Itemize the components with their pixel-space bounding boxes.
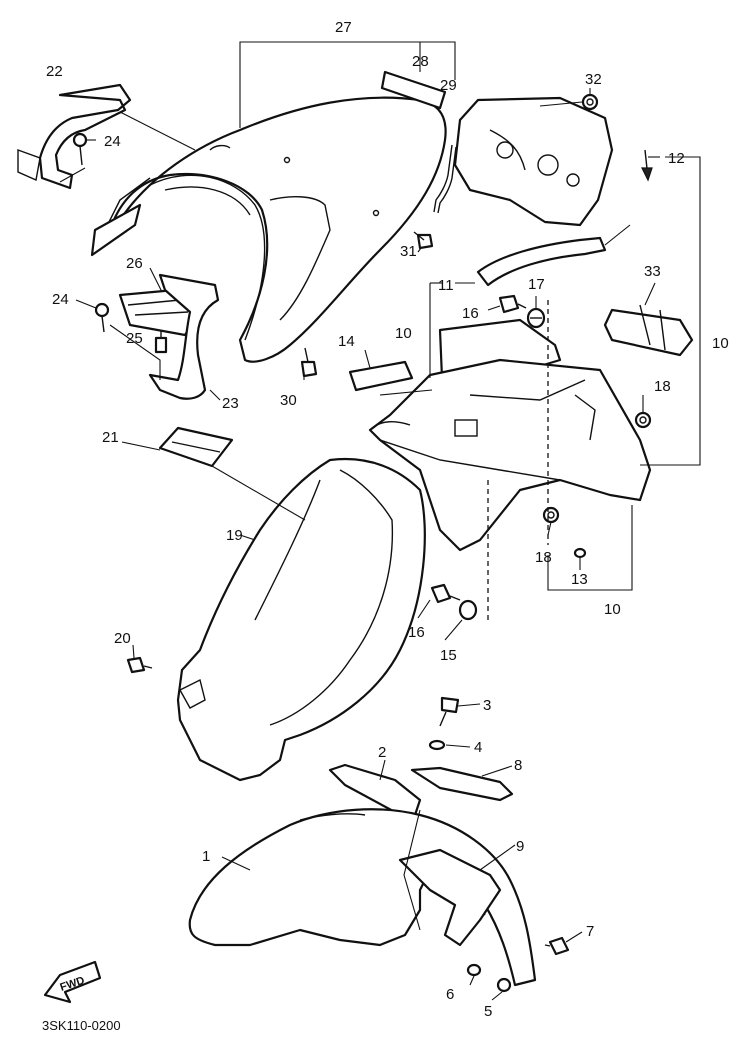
screw-part-3 xyxy=(439,696,460,727)
callout-labels: 27 28 29 32 22 24 12 31 26 33 11 17 24 1… xyxy=(46,19,729,1020)
grab-rail-part-23 xyxy=(148,273,220,400)
callout-15: 15 xyxy=(440,647,457,664)
callout-25: 25 xyxy=(126,330,143,347)
brace-part-8 xyxy=(410,766,514,802)
bolt-part-24-lower xyxy=(94,302,110,333)
stay-part-2 xyxy=(328,763,422,817)
bolt-part-31 xyxy=(413,231,434,250)
callout-19: 19 xyxy=(226,527,243,544)
callout-10-bottom: 10 xyxy=(604,601,621,618)
bolt-part-24-upper xyxy=(72,132,88,166)
callout-7: 7 xyxy=(586,923,594,940)
seat-cowl-part-27 xyxy=(90,96,447,363)
callout-26: 26 xyxy=(126,255,143,272)
callout-2: 2 xyxy=(378,744,386,761)
seat-hook-part-29 xyxy=(433,144,457,214)
callout-20: 20 xyxy=(114,630,131,647)
tail-light-housing xyxy=(453,96,614,227)
grommet-part-17 xyxy=(526,307,546,329)
bolt-part-25 xyxy=(154,330,168,354)
callout-14: 14 xyxy=(338,333,355,350)
callout-9: 9 xyxy=(516,838,524,855)
washer-part-13 xyxy=(573,547,587,559)
grab-rail-part-22 xyxy=(17,83,132,190)
callout-31: 31 xyxy=(400,243,417,260)
fender-inner-part-9 xyxy=(398,848,502,947)
callout-1: 1 xyxy=(202,848,210,865)
bolt-part-16-lower xyxy=(430,583,461,604)
trim-strip-part-28 xyxy=(380,70,447,110)
grommet-part-15 xyxy=(458,599,478,621)
callout-16-upper: 16 xyxy=(462,305,479,322)
callout-33: 33 xyxy=(644,263,661,280)
callout-10-left: 10 xyxy=(395,325,412,342)
nut-part-18-lower xyxy=(542,506,560,524)
tool-pouch-part-33 xyxy=(603,304,694,357)
callout-13: 13 xyxy=(571,571,588,588)
callout-30: 30 xyxy=(280,392,297,409)
callout-17: 17 xyxy=(528,276,545,293)
callout-32: 32 xyxy=(585,71,602,88)
diagram-code: 3SK110-0200 xyxy=(42,1018,121,1033)
callout-8: 8 xyxy=(514,757,522,774)
callout-16-lower: 16 xyxy=(408,624,425,641)
callout-11: 11 xyxy=(438,277,454,294)
rear-fender-part-19 xyxy=(176,458,426,782)
callout-18-right: 18 xyxy=(654,378,671,395)
callout-12: 12 xyxy=(668,150,685,167)
callout-27: 27 xyxy=(335,19,352,36)
bolt-part-5 xyxy=(496,977,512,993)
bolt-part-7 xyxy=(544,936,570,956)
callout-6: 6 xyxy=(446,986,454,1003)
washer-part-4 xyxy=(428,739,446,751)
callout-5: 5 xyxy=(484,1003,492,1020)
callout-24-lower: 24 xyxy=(52,291,69,308)
pad-part-14 xyxy=(348,360,414,392)
fwd-arrow-icon xyxy=(43,960,102,1004)
bolt-part-30 xyxy=(300,347,318,378)
callout-22: 22 xyxy=(46,63,63,80)
callout-23: 23 xyxy=(222,395,239,412)
rear-frame-assembly-part-10 xyxy=(368,318,652,552)
assembly-brackets xyxy=(59,41,701,1001)
callout-21: 21 xyxy=(102,429,119,446)
callout-29: 29 xyxy=(440,77,457,94)
callout-28: 28 xyxy=(412,53,429,70)
nut-part-18-right xyxy=(634,411,652,429)
callout-4: 4 xyxy=(474,739,482,756)
callout-18-lower: 18 xyxy=(535,549,552,566)
stay-part-12 xyxy=(476,149,653,287)
callout-24-upper: 24 xyxy=(104,133,121,150)
bolt-part-16-upper xyxy=(498,294,527,314)
callout-3: 3 xyxy=(483,697,491,714)
reflector-part-21 xyxy=(158,426,234,468)
bolt-part-20 xyxy=(126,656,153,674)
nut-part-32 xyxy=(581,93,599,111)
washer-part-6 xyxy=(466,963,482,977)
callout-10-right: 10 xyxy=(712,335,729,352)
